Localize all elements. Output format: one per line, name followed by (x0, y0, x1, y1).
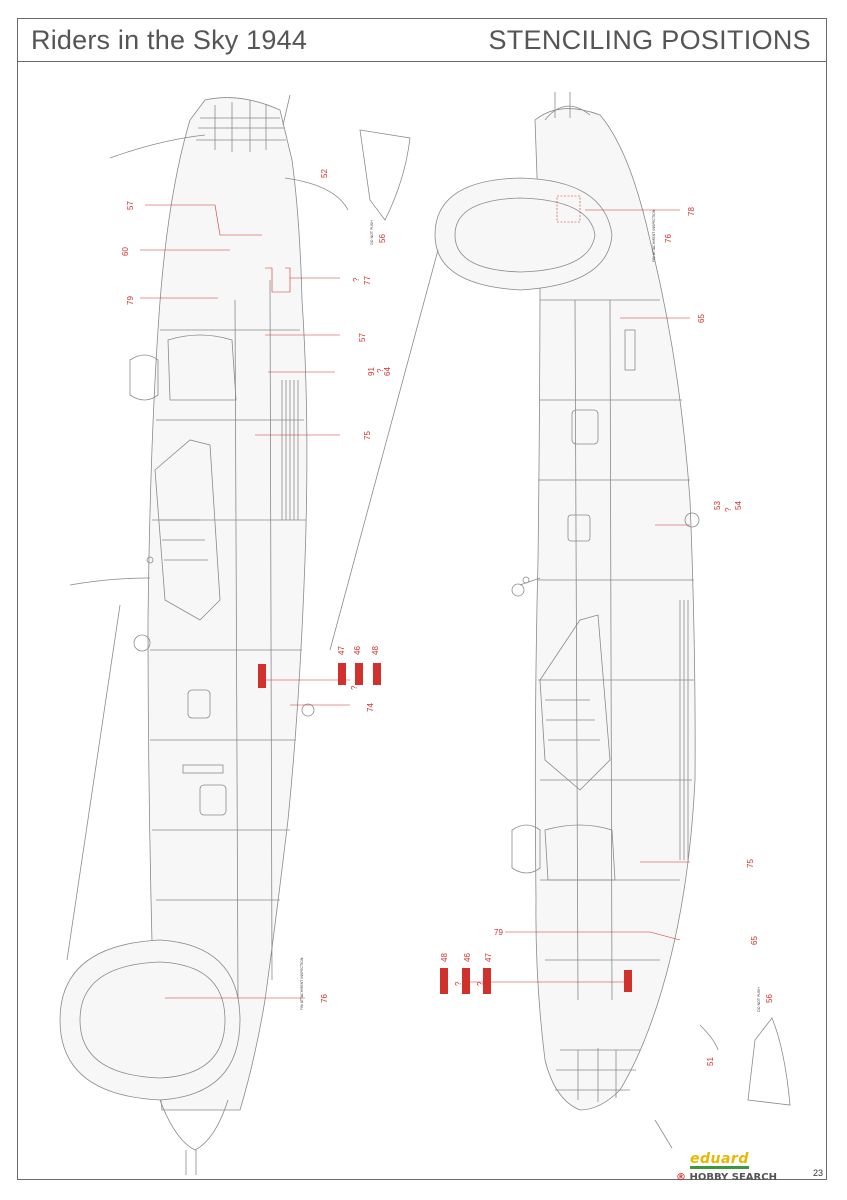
callout-76: 76 (320, 994, 329, 1003)
callout-91: 91 (367, 367, 376, 376)
right-aircraft-fuselage (329, 92, 791, 1149)
callout-56-r: 56 (765, 994, 774, 1003)
callout-75-r: 75 (746, 859, 755, 868)
do-not-push-label-left: DO NOT PUSH (370, 220, 374, 245)
callout-56: 56 (378, 234, 387, 243)
hobby-search-watermark: ® HOBBY SEARCH (676, 1172, 777, 1183)
callout-74: 74 (366, 703, 375, 712)
eduard-logo: eduard (690, 1151, 749, 1169)
callout-48-r: 48 (440, 953, 449, 962)
callout-question: ? (352, 277, 361, 282)
callout-47-r: 47 (484, 953, 493, 962)
callout-79-r: 79 (494, 928, 503, 937)
callout-79: 79 (126, 296, 135, 305)
callout-question-r: ? (724, 507, 733, 512)
do-not-push-label-right: DO NOT PUSH (757, 987, 761, 1012)
left-aircraft-fuselage (59, 94, 411, 1175)
fin-attachment-label-left: FIN ATTACHMENT INSPECTION (300, 957, 304, 1010)
callout-76-r: 76 (664, 234, 673, 243)
callout-75: 75 (363, 431, 372, 440)
section-title: STENCILING POSITIONS (488, 25, 811, 55)
page-frame (17, 18, 827, 1180)
callout-48: 48 (371, 646, 380, 655)
callout-57b: 57 (358, 333, 367, 342)
callout-question-r3: ? (476, 981, 485, 986)
callout-46: 46 (353, 646, 362, 655)
stencil-plates (258, 663, 632, 994)
page-title: Riders in the Sky 1944 (31, 25, 308, 55)
callout-47: 47 (337, 646, 346, 655)
callout-53: 53 (713, 501, 722, 510)
callout-57: 57 (126, 201, 135, 210)
callout-65-r: 65 (750, 936, 759, 945)
callout-52: 52 (320, 169, 329, 178)
watermark-mark: ® (676, 1172, 686, 1183)
fin-attachment-label-right: FIN ATTACHMENT INSPECTION (652, 209, 656, 262)
page-number: 23 (813, 1168, 824, 1178)
callout-46-r: 46 (463, 953, 472, 962)
callout-54: 54 (734, 501, 743, 510)
callout-64: 64 (383, 367, 392, 376)
callout-77: 77 (363, 276, 372, 285)
callout-78: 78 (687, 207, 696, 216)
leader-lines (140, 195, 690, 999)
callout-51: 51 (706, 1057, 715, 1066)
watermark-text: HOBBY SEARCH (689, 1172, 777, 1183)
header: Riders in the Sky 1944 STENCILING POSITI… (17, 18, 827, 62)
callout-question-r2: ? (454, 981, 463, 986)
callout-question-c: ? (350, 685, 359, 690)
callout-65: 65 (697, 314, 706, 323)
callout-60: 60 (121, 247, 130, 256)
